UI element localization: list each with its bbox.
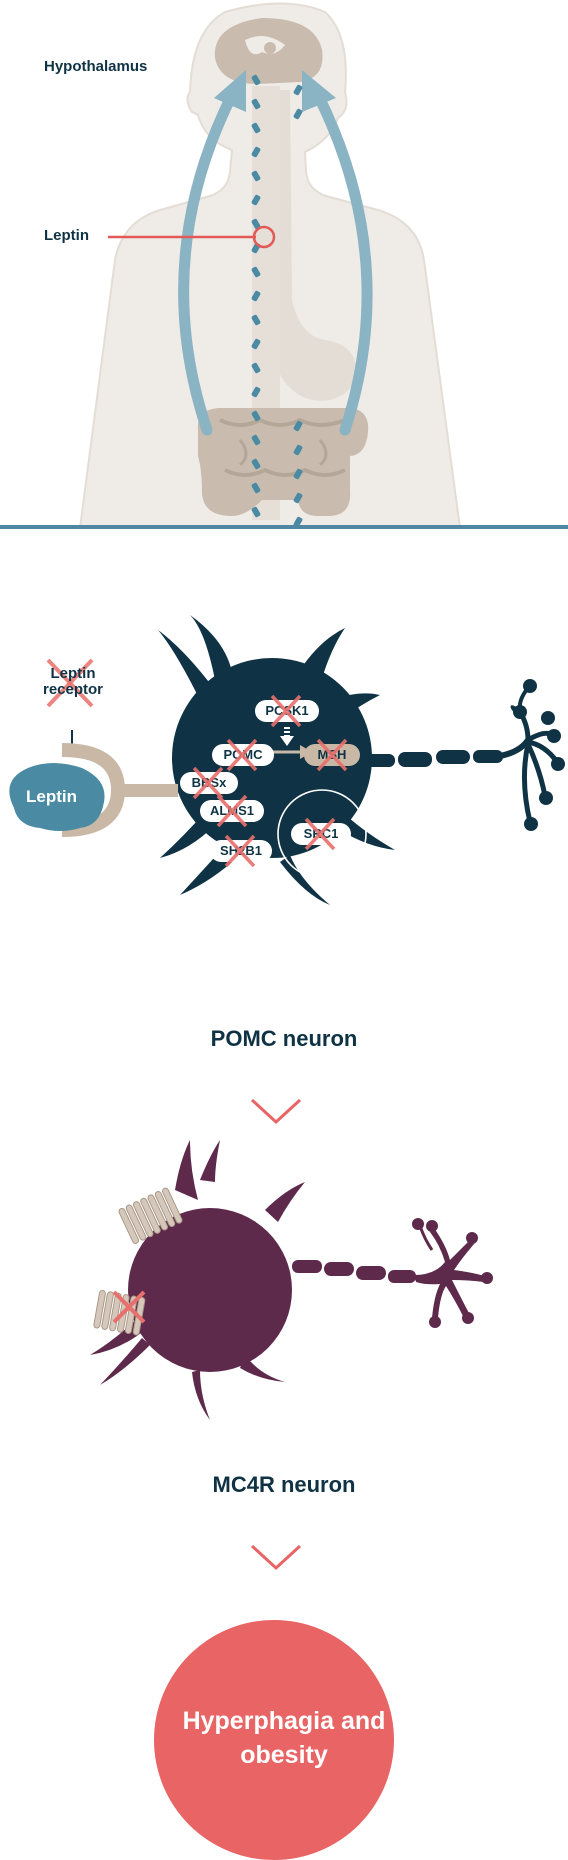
intestine-icon — [197, 408, 369, 516]
leptin-dot — [251, 362, 261, 374]
mc4r-receptor-top — [118, 1187, 183, 1244]
leptin-dot — [251, 74, 261, 86]
leptin-dot — [293, 444, 303, 456]
gene-pill-src1: SRC1 — [291, 823, 351, 845]
result-circle — [154, 1620, 394, 1860]
mc4r-neuron — [90, 1140, 493, 1420]
signal-arrow-left — [178, 70, 246, 436]
leptin-blob-label: Leptin — [26, 787, 77, 806]
signal-arrow-right — [302, 70, 373, 436]
hypothalamus-label: Hypothalamus — [44, 58, 148, 75]
esophagus-stomach-icon — [262, 90, 357, 401]
leptin-dot — [293, 516, 303, 528]
chevron-down-icon-2 — [250, 1544, 302, 1571]
leptin-dot — [251, 434, 261, 446]
gene-pill-alms1: ALMS1 — [200, 800, 264, 822]
pomc-neuron-label: POMC neuron — [210, 1026, 358, 1051]
leptin-dot — [251, 386, 261, 398]
gene-pill-pcsk1: PCSK1 — [255, 700, 319, 722]
leptin-dot — [251, 506, 261, 518]
leptin-dot — [251, 146, 261, 158]
pomc-axon — [360, 679, 565, 831]
leptin-dot — [293, 468, 303, 480]
mc4r-receptor-bottom — [93, 1289, 146, 1336]
leptin-receptor-label: Leptin receptor — [42, 665, 104, 698]
mc4r-neuron-label: MC4R neuron — [212, 1472, 356, 1497]
brain-icon — [214, 18, 323, 84]
leptin-dot — [293, 492, 303, 504]
gene-pill-msh: MSH — [304, 744, 360, 766]
leptin-dot — [251, 482, 261, 494]
leptin-blob — [9, 763, 105, 831]
leptin-dot — [293, 108, 303, 120]
src1-compartment — [277, 789, 367, 879]
leptin-dot — [251, 218, 261, 230]
leptin-dot — [293, 84, 303, 96]
mc4r-axon — [292, 1218, 493, 1328]
leptin-molecule-dots — [251, 74, 303, 528]
leptin-dot — [251, 410, 261, 422]
leptin-dot — [251, 338, 261, 350]
gene-pill-bbsx: BBSx — [180, 772, 238, 794]
leptin-dot — [251, 122, 261, 134]
leptin-dot — [251, 314, 261, 326]
leptin-dot — [251, 266, 261, 278]
leptin-dot — [251, 458, 261, 470]
chevron-down-icon — [250, 1098, 302, 1125]
baseline-divider — [0, 525, 568, 529]
receptor-cross-icon — [46, 658, 94, 708]
leptin-label: Leptin — [44, 227, 89, 244]
mc4r-soma — [128, 1208, 292, 1372]
leptin-dot — [251, 194, 261, 206]
leptin-dot — [251, 290, 261, 302]
leptin-receptor — [61, 730, 178, 837]
gene-pill-sh2b1: SH2B1 — [210, 840, 272, 862]
gene-pill-pomc: POMC — [212, 744, 274, 766]
leptin-dot — [293, 420, 303, 432]
result-label: Hyperphagia and obesity — [182, 1707, 386, 1769]
leptin-dot — [251, 98, 261, 110]
pcsk1-arrow — [280, 727, 294, 746]
leptin-pointer — [108, 225, 276, 249]
leptin-dot — [251, 170, 261, 182]
